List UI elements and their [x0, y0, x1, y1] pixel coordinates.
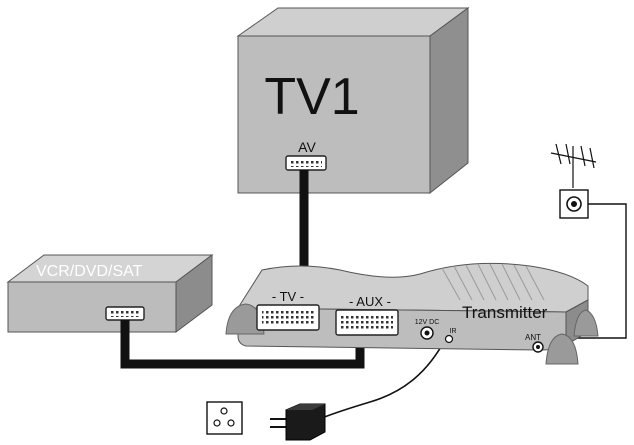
tv-port-label: AV	[298, 139, 316, 155]
tv-side-face	[429, 7, 469, 195]
source-front-face	[7, 281, 177, 333]
antenna-icon	[550, 143, 597, 188]
source-scart-cable	[120, 320, 365, 369]
transmitter-unit: - TV - - AUX - Transmitter 12V DC IR ANT	[225, 262, 599, 365]
tv-av-scart-port	[285, 155, 327, 171]
transmitter-label: Transmitter	[462, 303, 548, 322]
transmitter-antenna-label: ANT	[525, 333, 541, 342]
power-outlet-icon	[206, 401, 243, 435]
transmitter-power-label: 12V DC	[415, 319, 440, 326]
tv-unit: TV1 AV	[236, 7, 470, 195]
antenna-socket-icon	[559, 189, 589, 219]
source-scart-port	[105, 306, 145, 321]
power-adapter-icon	[270, 403, 326, 441]
tv-top-face	[236, 7, 470, 37]
transmitter-power-jack	[420, 326, 434, 340]
tv-front-face	[237, 35, 431, 194]
transmitter-top-face	[237, 262, 589, 313]
source-label: VCR/DVD/SAT	[36, 263, 143, 280]
antenna-cable	[555, 203, 627, 339]
tv-title: TV1	[264, 68, 359, 126]
transmitter-aux-port-label: - AUX -	[349, 294, 391, 309]
transmitter-ridges	[441, 263, 545, 301]
transmitter-aux-scart-port	[335, 309, 399, 336]
ir-cable	[321, 337, 447, 419]
transmitter-ir-jack	[444, 334, 454, 344]
transmitter-antenna-jack	[532, 341, 544, 353]
transmitter-tv-scart-port	[256, 304, 320, 331]
transmitter-foot-back	[573, 309, 599, 337]
transmitter-ir-label: IR	[450, 328, 457, 335]
transmitter-tv-port-label: - TV -	[272, 289, 304, 304]
source-device: VCR/DVD/SAT	[6, 254, 214, 333]
transmitter-foot-right	[545, 333, 579, 365]
